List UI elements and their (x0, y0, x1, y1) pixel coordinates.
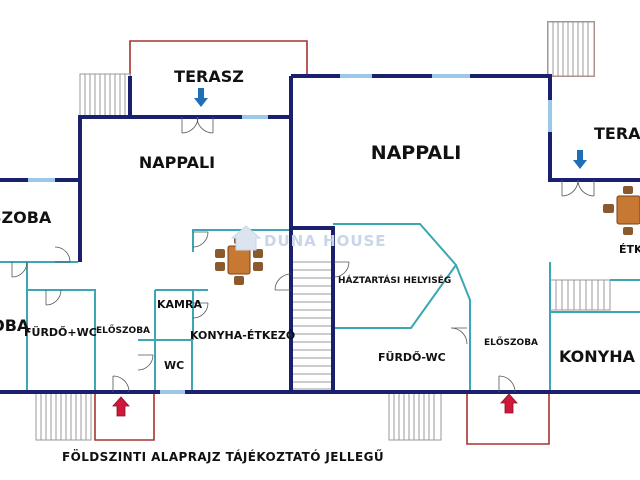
entry-arrow-right (500, 393, 518, 414)
stairs-center (291, 261, 334, 390)
label-konyha-right: KONYHA (559, 347, 636, 366)
label-eloszoba-right: ELŐSZOBA (484, 337, 538, 348)
label-nappali-center: NAPPALI (371, 142, 462, 164)
stairs-top-right (547, 21, 595, 77)
stairs-right-kitchen (549, 279, 611, 311)
doors (11, 116, 595, 393)
label-furdo-wc-right: FÜRDŐ-WC (378, 350, 446, 364)
label-nappali-left: NAPPALI (139, 153, 215, 172)
dining-table-right (603, 186, 640, 235)
entry-arrow-left (112, 396, 130, 417)
terrace-arrow-right (573, 150, 587, 169)
watermark-text: DUNA HOUSE (264, 232, 387, 250)
label-kamra: KAMRA (157, 298, 202, 311)
watermark: DUNA HOUSE (230, 225, 387, 251)
label-eloszoba-left: ELŐSZOBA (96, 325, 150, 336)
inner-walls (0, 223, 640, 392)
windows (28, 74, 552, 394)
label-haztartasi: HÁZTARTÁSI HELYISÉG (338, 274, 451, 286)
room-labels: TERASZ NAPPALI NAPPALI TERASZ SZOBA SZOB… (0, 67, 640, 372)
label-terasz-right: TERASZ (594, 124, 640, 143)
label-szoba-bottom: SZOBA (0, 316, 30, 335)
label-terasz-left: TERASZ (174, 67, 244, 86)
label-furdo-wc-left: FÜRDŐ+WC (24, 325, 97, 339)
entry-arrows (112, 88, 587, 417)
label-etkezo-right: ÉTKEZŐ (619, 242, 640, 256)
label-konyha-etkezo: KONYHA-ÉTKEZŐ (190, 328, 295, 342)
house-logo-icon (230, 225, 262, 251)
plan-caption: FÖLDSZINTI ALAPRAJZ TÁJÉKOZTATÓ JELLEGŰ (62, 449, 384, 464)
label-wc: WC (164, 359, 184, 372)
stairs (35, 21, 611, 441)
stairs-bottom-right (388, 391, 442, 441)
stairs-bottom-left (35, 391, 92, 441)
stairs-top-left (79, 73, 131, 119)
label-szoba-top: SZOBA (0, 208, 52, 227)
terrace-arrow-left (194, 88, 208, 107)
dining-table-left (215, 235, 263, 285)
